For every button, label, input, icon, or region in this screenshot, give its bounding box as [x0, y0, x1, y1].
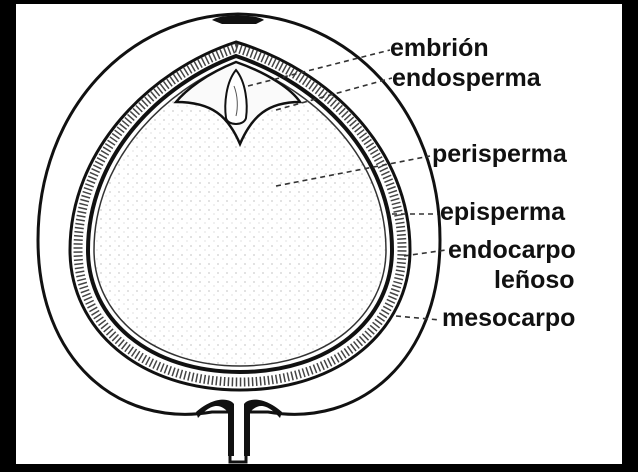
label-mesocarpo: mesocarpo	[442, 306, 575, 331]
label-lenoso: leñoso	[494, 268, 575, 293]
label-endosperma: endosperma	[392, 66, 541, 91]
label-embrion: embrión	[390, 36, 489, 61]
label-perisperma: perisperma	[432, 142, 567, 167]
label-endocarpo: endocarpo	[448, 238, 576, 263]
label-episperma: episperma	[440, 200, 565, 225]
